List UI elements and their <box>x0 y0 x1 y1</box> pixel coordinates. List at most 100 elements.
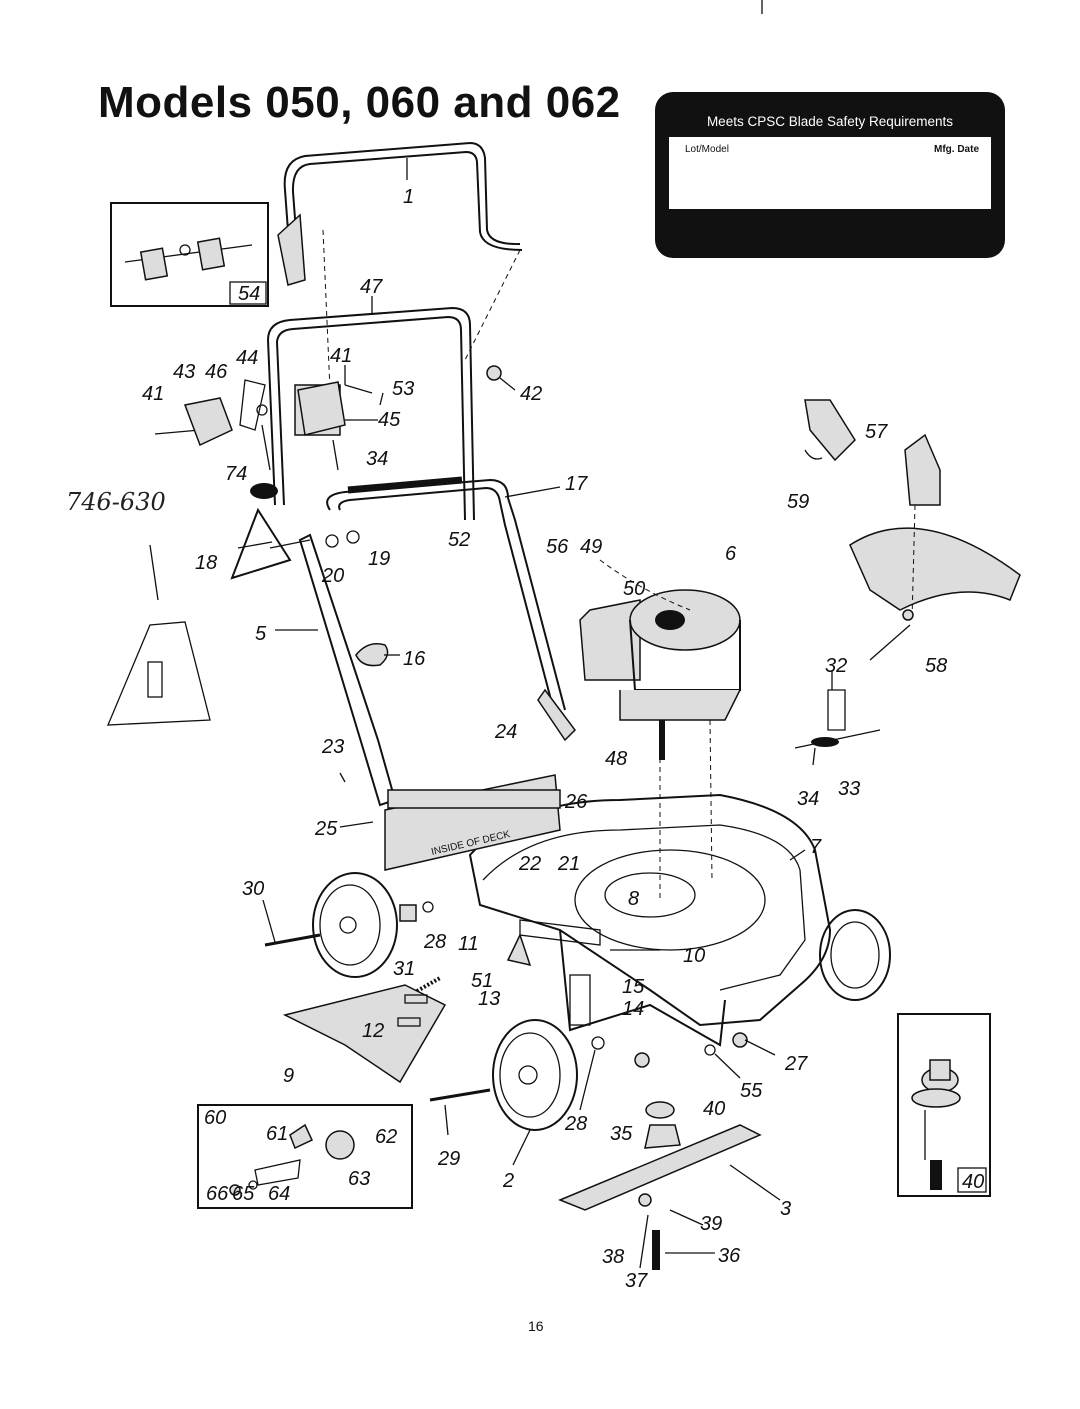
callout-74: 74 <box>225 463 247 485</box>
control-parts-left <box>154 379 389 667</box>
callout-10: 10 <box>683 945 705 967</box>
middle-handle <box>266 306 475 521</box>
deck-baffle: INSIDE OF DECK <box>384 774 561 871</box>
throttle-control <box>794 689 881 749</box>
callout-34-right: 34 <box>797 788 819 810</box>
callout-40: 40 <box>703 1098 725 1120</box>
callout-25: 25 <box>314 818 338 840</box>
callout-39: 39 <box>700 1213 722 1235</box>
callout-18: 18 <box>195 552 217 574</box>
callout-50: 50 <box>623 578 645 600</box>
callout-44: 44 <box>236 347 258 369</box>
rear-wheel-right <box>819 909 891 1001</box>
callout-64: 64 <box>268 1183 290 1205</box>
cpsc-safety-label: Meets CPSC Blade Safety Requirements Lot… <box>655 92 1005 258</box>
callout-30: 30 <box>242 878 264 900</box>
callout-7: 7 <box>810 836 822 858</box>
callout-5: 5 <box>255 623 267 645</box>
callout-41-top: 41 <box>330 345 352 367</box>
lot-date-box: Lot/Model Mfg. Date <box>669 137 991 209</box>
callout-26: 26 <box>564 791 588 813</box>
callout-12: 12 <box>362 1020 384 1042</box>
callout-35: 35 <box>610 1123 633 1145</box>
callout-16: 16 <box>403 648 426 670</box>
callout-41-left: 41 <box>142 383 164 405</box>
leader-lines <box>237 158 911 1269</box>
height-adjuster <box>409 919 601 1026</box>
mower-deck <box>468 719 832 1047</box>
callout-17: 17 <box>565 473 588 495</box>
callout-43: 43 <box>173 361 195 383</box>
callout-52: 52 <box>448 529 470 551</box>
callout-38: 38 <box>602 1246 624 1268</box>
callout-28-bottom: 28 <box>564 1113 587 1135</box>
callout-66: 66 <box>206 1183 229 1205</box>
callout-46: 46 <box>205 361 228 383</box>
callout-65: 65 <box>232 1183 255 1205</box>
callout-21: 21 <box>557 853 580 875</box>
callout-15: 15 <box>622 976 645 998</box>
inset-60-label: 60 <box>204 1107 226 1129</box>
callout-61: 61 <box>266 1123 288 1145</box>
callout-49: 49 <box>580 536 602 558</box>
lower-handle <box>298 478 576 807</box>
callout-1: 1 <box>403 186 414 208</box>
callout-3: 3 <box>780 1198 791 1220</box>
inset-40-label: 40 <box>962 1171 984 1193</box>
callout-9: 9 <box>283 1065 294 1087</box>
handwritten-sketch: 746-630 <box>66 488 211 726</box>
front-wheel <box>429 1019 605 1131</box>
blade-assembly <box>558 1032 762 1270</box>
callout-62: 62 <box>375 1126 397 1148</box>
callout-2: 2 <box>502 1170 514 1192</box>
callout-8: 8 <box>628 888 639 910</box>
callout-19: 19 <box>368 548 390 570</box>
discharge-chute-parts <box>804 399 1021 621</box>
callout-6: 6 <box>725 543 737 565</box>
handwritten-part-number: 746-630 <box>66 488 166 516</box>
callout-11: 11 <box>458 933 479 955</box>
mfg-date-label: Mfg. Date <box>934 144 979 155</box>
cpsc-heading: Meets CPSC Blade Safety Requirements <box>706 114 954 129</box>
callout-32: 32 <box>825 655 847 677</box>
callout-29: 29 <box>437 1148 460 1170</box>
rear-shield <box>282 984 447 1084</box>
callout-63: 63 <box>348 1168 370 1190</box>
inset-54: 54 <box>110 202 269 307</box>
inset-60: 60 <box>197 1104 413 1209</box>
callout-51: 51 <box>471 970 493 992</box>
callout-55: 55 <box>740 1080 763 1102</box>
callout-28-top: 28 <box>423 931 446 953</box>
page-number: 16 <box>528 1318 544 1334</box>
lot-model-label: Lot/Model <box>685 144 729 155</box>
callout-27: 27 <box>784 1053 808 1075</box>
callout-24: 24 <box>494 721 517 743</box>
callout-34-top: 34 <box>366 448 388 470</box>
callout-33: 33 <box>838 778 860 800</box>
callout-47: 47 <box>360 276 383 298</box>
callout-59: 59 <box>787 491 809 513</box>
inset-40: 40 <box>897 1013 991 1197</box>
callout-20: 20 <box>321 565 344 587</box>
upper-handle <box>277 141 523 391</box>
callout-14: 14 <box>622 998 644 1020</box>
callout-31: 31 <box>393 958 415 980</box>
callout-42: 42 <box>520 383 542 405</box>
inset-54-label: 54 <box>238 283 260 305</box>
callout-labels: 1 47 41 43 46 44 41 53 45 42 34 17 74 18… <box>142 186 947 1292</box>
callout-13: 13 <box>478 988 500 1010</box>
callout-36: 36 <box>718 1245 741 1267</box>
callout-22: 22 <box>518 853 541 875</box>
page-title: Models 050, 060 and 062 <box>98 78 621 127</box>
callout-57: 57 <box>865 421 888 443</box>
engine <box>579 559 741 760</box>
callout-56: 56 <box>546 536 569 558</box>
control-parts-center <box>297 365 502 471</box>
callout-37: 37 <box>625 1270 648 1292</box>
callout-58: 58 <box>925 655 947 677</box>
rear-wheel-left <box>264 872 434 978</box>
callout-53: 53 <box>392 378 414 400</box>
callout-23: 23 <box>321 736 344 758</box>
callout-48: 48 <box>605 748 627 770</box>
